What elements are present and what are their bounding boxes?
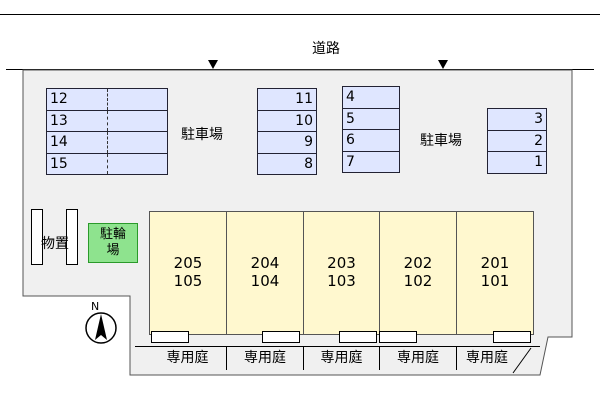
- slot-number: 15: [50, 155, 68, 172]
- unit-203-103: 203 103: [303, 211, 380, 335]
- storage-label: 物置: [41, 236, 69, 252]
- slot-divider: [107, 110, 108, 131]
- parking-slot-4: 4: [342, 86, 400, 109]
- parking-label-right: 駐車場: [420, 133, 462, 149]
- slot-divider: [107, 153, 108, 174]
- slot-divider: [107, 132, 108, 153]
- parking-slot-13: 13: [46, 109, 168, 132]
- private-garden-102: 専用庭: [380, 347, 457, 370]
- garden-diagonal-edge: [512, 347, 532, 374]
- parking-block-right: 3 2 1: [487, 108, 547, 174]
- unit-lower-number: 102: [403, 272, 433, 290]
- unit-upper-number: 201: [480, 254, 510, 272]
- road-top-line: [0, 14, 600, 15]
- private-garden-105: 専用庭: [149, 347, 227, 370]
- bicycle-label-line2: 場: [106, 243, 120, 258]
- parking-slot-1: 1: [487, 151, 547, 174]
- parking-block-left: 12 13 14 15: [46, 88, 168, 175]
- entrance-step-4: [379, 331, 417, 343]
- bicycle-parking: 駐輪 場: [88, 223, 138, 263]
- north-compass-icon: [85, 312, 117, 344]
- road-label: 道路: [312, 41, 340, 57]
- private-garden-104: 専用庭: [227, 347, 304, 370]
- parking-slot-9: 9: [257, 131, 317, 154]
- unit-upper-number: 202: [403, 254, 433, 272]
- entrance-step-5: [493, 331, 531, 343]
- parking-slot-10: 10: [257, 109, 317, 132]
- unit-upper-number: 203: [327, 254, 356, 272]
- parking-slot-7: 7: [342, 150, 400, 173]
- parking-slot-6: 6: [342, 129, 400, 152]
- parking-slot-8: 8: [257, 152, 317, 175]
- parking-slot-5: 5: [342, 107, 400, 130]
- storage-shed-left: [31, 209, 43, 265]
- unit-upper-number: 204: [250, 254, 280, 272]
- unit-204-104: 204 104: [226, 211, 304, 335]
- slot-number: 12: [50, 91, 68, 107]
- parking-slot-2: 2: [487, 129, 547, 152]
- entrance-step-3: [339, 331, 377, 343]
- unit-201-101: 201 101: [456, 211, 534, 335]
- parking-slot-3: 3: [487, 108, 547, 131]
- parking-block-center-right: 4 5 6 7: [342, 86, 400, 173]
- garden-strip: [135, 346, 540, 347]
- compass-label: N: [91, 300, 100, 313]
- private-garden-101: 専用庭: [466, 350, 508, 366]
- unit-lower-number: 103: [327, 272, 356, 290]
- parking-slot-11: 11: [257, 88, 317, 111]
- parking-block-center-left: 11 10 9 8: [257, 88, 317, 175]
- slot-number: 14: [50, 134, 68, 150]
- parking-slot-14: 14: [46, 131, 168, 154]
- unit-upper-number: 205: [173, 254, 203, 272]
- parking-slot-15: 15: [46, 152, 168, 175]
- parking-slot-12: 12: [46, 88, 168, 111]
- private-garden-103: 専用庭: [304, 347, 380, 370]
- unit-205-105: 205 105: [149, 211, 227, 335]
- bicycle-label-line1: 駐輪: [99, 227, 126, 242]
- entrance-arrow-left: [208, 60, 218, 69]
- entrance-arrow-right: [438, 60, 448, 69]
- storage-shed-right: [66, 209, 78, 265]
- slot-divider: [107, 89, 108, 110]
- slot-number: 13: [50, 112, 68, 129]
- unit-202-102: 202 102: [379, 211, 457, 335]
- entrance-step-2: [262, 331, 300, 343]
- unit-lower-number: 101: [480, 272, 510, 290]
- entrance-step-1: [151, 331, 189, 343]
- parking-label-left: 駐車場: [181, 127, 223, 143]
- unit-lower-number: 105: [173, 272, 203, 290]
- unit-lower-number: 104: [250, 272, 280, 290]
